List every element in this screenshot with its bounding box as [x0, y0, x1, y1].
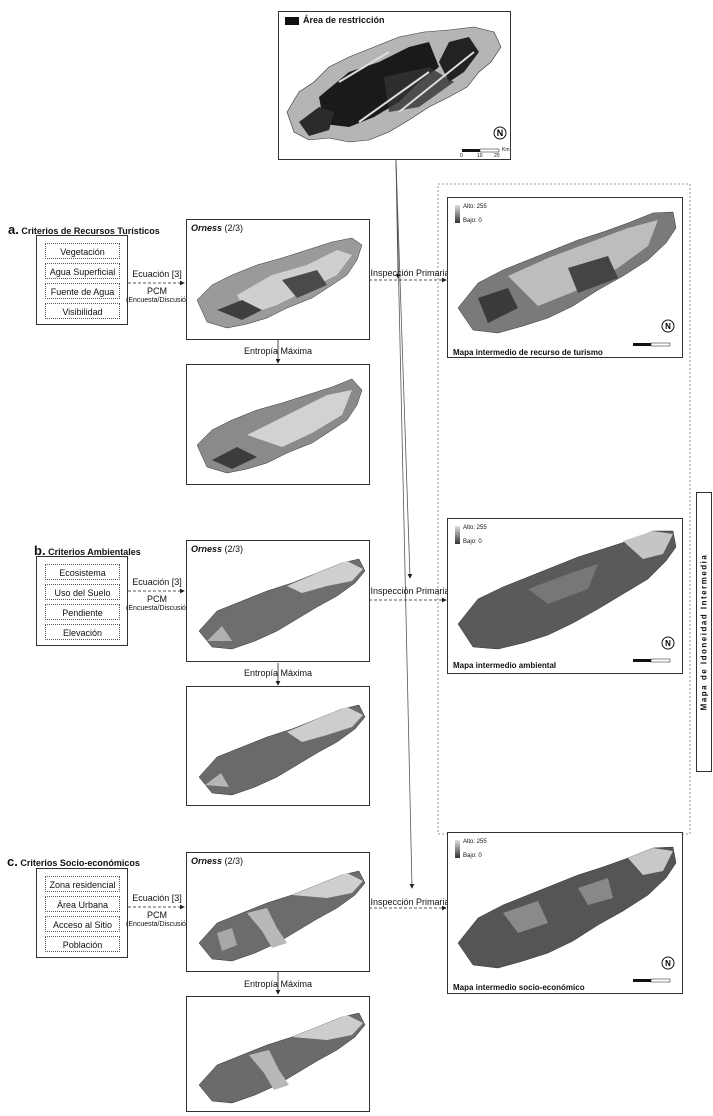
output-socio-low: Bajo: 0	[463, 853, 482, 859]
output-socio-high: Alto: 255	[463, 839, 487, 845]
method-equation-c: Ecuación [3]	[132, 893, 182, 903]
method-survey-b: (Encuesta/Discusión)	[126, 605, 193, 612]
output-tourism-low: Bajo: 0	[463, 218, 482, 224]
criteria-c-title: Criterios Socio-económicos	[20, 858, 140, 868]
output-tourism-high: Alto: 255	[463, 204, 487, 210]
orness-b-word: Orness	[191, 544, 223, 554]
method-survey-c: (Encuesta/Discusión)	[126, 921, 193, 928]
method-survey-a: (Encuesta/Discusión)	[126, 297, 193, 304]
entropy-a-map	[196, 378, 363, 474]
criteria-b-item: Ecosistema	[45, 564, 120, 580]
orness-c-title: Orness (2/3)	[191, 856, 243, 866]
orness-a-panel: Orness (2/3)	[186, 219, 370, 340]
criteria-c-box: Zona residencial Área Urbana Acceso al S…	[36, 868, 128, 958]
orness-c-panel: Orness (2/3)	[186, 852, 370, 972]
sidebar-label-box: Mapa de Idoneidad Intermedia	[696, 492, 712, 772]
svg-text:N: N	[665, 959, 671, 968]
criteria-a-box: Vegetación Agua Superficial Fuente de Ag…	[36, 235, 128, 325]
criteria-a-title: Criterios de Recursos Turísticos	[21, 226, 160, 236]
criteria-b-item: Pendiente	[45, 604, 120, 620]
method-equation-a: Ecuación [3]	[132, 269, 182, 279]
output-environment-map: N	[455, 526, 677, 663]
orness-a-title: Orness (2/3)	[191, 223, 243, 233]
scale-ten: 10	[477, 153, 483, 159]
orness-c-word: Orness	[191, 856, 223, 866]
svg-text:N: N	[497, 128, 504, 138]
criteria-b-title: Criterios Ambientales	[48, 547, 141, 557]
output-socio-map: N	[455, 840, 677, 983]
orness-b-ratio: (2/3)	[224, 544, 244, 554]
criteria-a-item: Vegetación	[45, 243, 120, 259]
method-pcm-c: PCM	[147, 910, 167, 920]
output-tourism-panel: N Alto: 255 Bajo: 0 Mapa intermedio de r…	[447, 197, 683, 358]
entropy-c-panel	[186, 996, 370, 1112]
output-environment-title: Mapa intermedio ambiental	[453, 661, 557, 670]
criteria-a-item: Fuente de Agua	[45, 283, 120, 299]
criteria-a-item: Agua Superficial	[45, 263, 120, 279]
method-pcm-a: PCM	[147, 286, 167, 296]
svg-text:N: N	[665, 322, 671, 331]
output-environment-panel: N Alto: 255 Bajo: 0 Mapa intermedio ambi…	[447, 518, 683, 674]
output-tourism-title: Mapa intermedio de recurso de turismo	[453, 348, 603, 357]
scale-unit: Km	[502, 147, 510, 153]
entropy-b-map	[198, 704, 366, 796]
entropy-b-label: Entropía Máxima	[243, 668, 313, 678]
orness-c-ratio: (2/3)	[224, 856, 244, 866]
orness-c-map	[198, 870, 366, 962]
restriction-connector-3	[395, 159, 415, 889]
method-pcm-b: PCM	[147, 594, 167, 604]
orness-a-map	[196, 237, 363, 329]
output-environment-low: Bajo: 0	[463, 539, 482, 545]
output-environment-high: Alto: 255	[463, 525, 487, 531]
criteria-b-heading: b. Criterios Ambientales	[34, 543, 141, 558]
criteria-b-item: Elevación	[45, 624, 120, 640]
inspection-b-label: Inspección Primaria	[370, 586, 450, 596]
criteria-c-item: Población	[45, 936, 120, 952]
criteria-c-heading: c. Criterios Socio-económicos	[7, 854, 140, 869]
output-socio-panel: N Alto: 255 Bajo: 0 Mapa intermedio soci…	[447, 832, 683, 994]
criteria-b-letter: b.	[34, 543, 46, 558]
scale-twenty: 20	[494, 153, 500, 159]
entropy-a-panel	[186, 364, 370, 485]
method-equation-b: Ecuación [3]	[132, 577, 182, 587]
criteria-a-letter: a.	[8, 222, 19, 237]
output-socio-title: Mapa intermedio socio-económico	[453, 983, 585, 992]
orness-a-ratio: (2/3)	[224, 223, 244, 233]
criteria-c-item: Área Urbana	[45, 896, 120, 912]
criteria-b-item: Uso del Suelo	[45, 584, 120, 600]
criteria-a-heading: a. Criterios de Recursos Turísticos	[8, 222, 160, 237]
entropy-b-panel	[186, 686, 370, 806]
restriction-map: N	[285, 17, 507, 153]
orness-b-map	[198, 558, 366, 650]
entropy-c-label: Entropía Máxima	[243, 979, 313, 989]
criteria-c-letter: c.	[7, 854, 18, 869]
svg-text:N: N	[665, 639, 671, 648]
restriction-map-panel: N Área de restricción 0 10 20 Km	[278, 11, 511, 160]
scale-zero: 0	[460, 153, 463, 159]
criteria-b-box: Ecosistema Uso del Suelo Pendiente Eleva…	[36, 556, 128, 646]
restriction-connector-2	[395, 159, 413, 579]
orness-b-panel: Orness (2/3)	[186, 540, 370, 662]
inspection-a-label: Inspección Primaria	[370, 268, 450, 278]
orness-a-word: Orness	[191, 223, 223, 233]
entropy-a-label: Entropía Máxima	[243, 346, 313, 356]
criteria-a-item: Visibilidad	[45, 303, 120, 319]
criteria-c-item: Acceso al Sitio	[45, 916, 120, 932]
output-tourism-map: N	[455, 205, 677, 347]
entropy-c-map	[198, 1012, 366, 1104]
inspection-c-label: Inspección Primaria	[370, 897, 450, 907]
restriction-legend-label: Área de restricción	[303, 15, 385, 25]
sidebar-label: Mapa de Idoneidad Intermedia	[699, 553, 709, 711]
orness-b-title: Orness (2/3)	[191, 544, 243, 554]
criteria-c-item: Zona residencial	[45, 876, 120, 892]
